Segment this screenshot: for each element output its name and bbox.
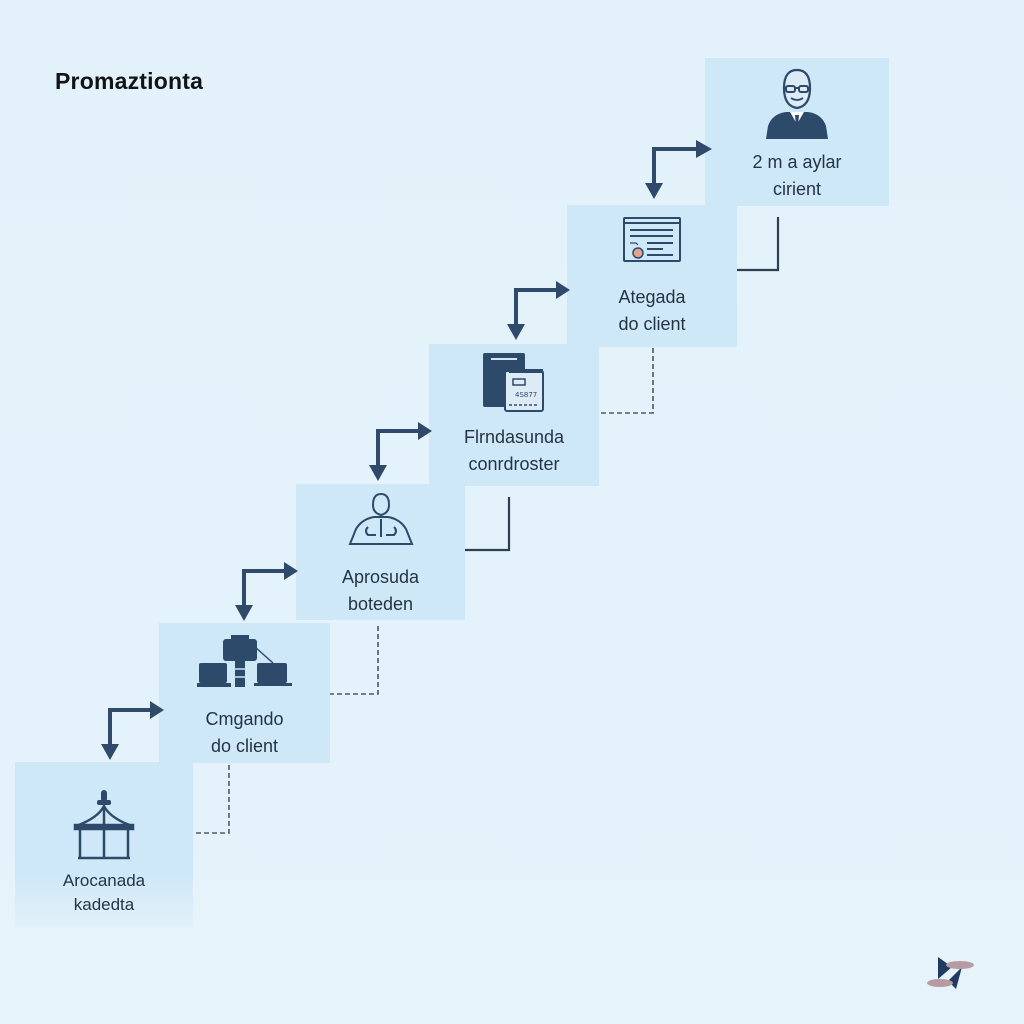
pavilion-icon (68, 788, 140, 865)
riser-line-2 (330, 626, 379, 695)
step-1: Arocanada kadedta (15, 762, 193, 927)
step-6: 2 m a aylar cirient (705, 58, 889, 206)
step-2: Cmgando do client (159, 623, 330, 763)
documents-icon: 4S877 (479, 353, 549, 418)
step-4: 4S877 Flrndasunda conrdroster (429, 344, 599, 486)
riser-line-1 (193, 765, 230, 834)
step-4-label-line1: Flrndasunda (463, 427, 565, 447)
brand-logo-icon (927, 957, 974, 989)
step-4-label-line2: conrdroster (468, 454, 560, 474)
connector-arrow-4-5 (507, 281, 570, 340)
step-5-label-line1: Ategada (618, 287, 686, 307)
step-1-label-line1: Arocanada (62, 871, 146, 890)
step-2-label-line1: Cmgando (205, 709, 284, 729)
step-5: Ategada do client (567, 205, 737, 347)
connector-arrow-5-6 (645, 140, 712, 199)
riser-line-4 (599, 348, 654, 414)
diagram-title: Promaztionta (55, 68, 204, 94)
network-devices-icon (196, 635, 293, 696)
step-3-label-line1: Aprosuda (341, 567, 420, 587)
step-1-label-line2: kadedta (73, 895, 135, 914)
connector-arrow-3-4 (369, 422, 432, 481)
step-5-label-line2: do client (618, 314, 686, 334)
step-6-label-line1: 2 m a aylar (752, 152, 842, 172)
businessman-icon (764, 68, 830, 145)
person-outline-icon (348, 491, 414, 552)
riser-line-3 (465, 497, 511, 552)
connector-arrow-1-2 (101, 701, 164, 760)
connector-arrow-2-3 (235, 562, 298, 621)
svg-text:4S877: 4S877 (515, 391, 537, 399)
step-6-label-line2: cirient (772, 179, 821, 199)
step-2-label-line2: do client (210, 736, 279, 756)
riser-line-5 (737, 217, 780, 272)
step-3-label-line2: boteden (347, 594, 414, 614)
step-3: Aprosuda boteden (296, 484, 465, 620)
certificate-window-icon (623, 217, 681, 268)
